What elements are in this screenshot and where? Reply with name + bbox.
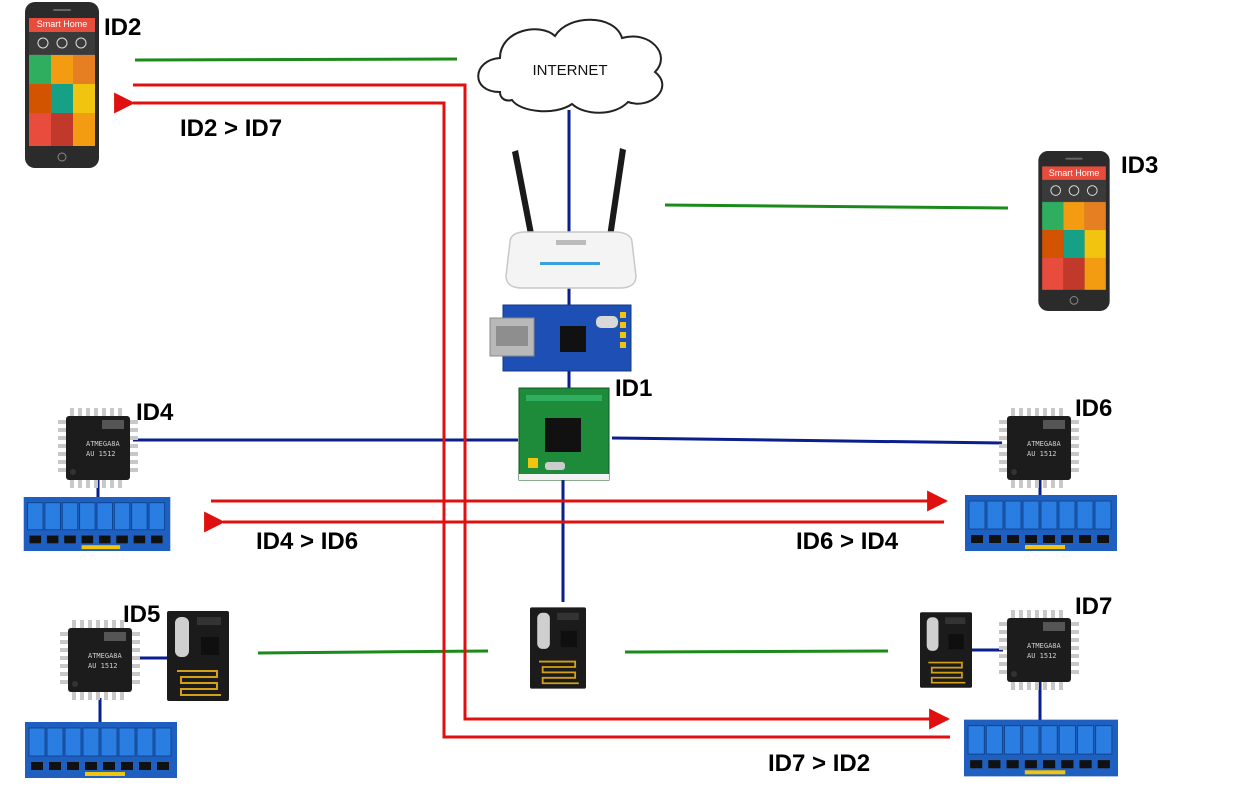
chip-marking: ATMEGA8A (88, 652, 123, 660)
flow-path-id7-id2 (114, 92, 950, 739)
chip-marking: AU 1512 (86, 450, 116, 458)
label-id7: ID7 (1075, 593, 1112, 620)
chip-marking: ATMEGA8A (86, 440, 121, 448)
relay-board-id6 (965, 495, 1117, 551)
relay-board-id5 (25, 722, 177, 778)
link-id1-id6 (611, 436, 1003, 445)
mcu-chip-id5: ATMEGA8A AU 1512 (60, 620, 140, 700)
node-labels: ID2 ID3 ID1 ID4 ID6 ID5 ID7 (104, 14, 1158, 628)
chip-marking: ATMEGA8A (1027, 642, 1062, 650)
radio-module-hub (530, 606, 586, 690)
flow-labels: ID2 > ID7 ID4 > ID6 ID6 > ID4 ID7 > ID2 (180, 115, 899, 777)
flow-label-id2-id7: ID2 > ID7 (180, 115, 282, 142)
smartphone-id2: Smart Home (25, 2, 99, 168)
wireless-hub-id7 (624, 649, 889, 654)
label-id1: ID1 (615, 375, 652, 402)
label-id2: ID2 (104, 14, 141, 41)
mcu-chip-id4: ATMEGA8A AU 1512 (58, 408, 138, 488)
message-flows (114, 83, 951, 739)
ethernet-module (489, 304, 632, 372)
flow-path-id2-id7 (133, 83, 951, 730)
chip-marking: ATMEGA8A (1027, 440, 1062, 448)
chip-marking: AU 1512 (88, 662, 118, 670)
relay-board-id4 (23, 497, 171, 551)
wireless-router-id3 (664, 203, 1009, 210)
phone-app-title: Smart Home (1049, 168, 1100, 178)
internet-cloud: INTERNET (477, 18, 664, 114)
wireless-id2-internet (134, 57, 458, 62)
smartphone-id3: Smart Home (1037, 151, 1111, 311)
chip-marking: AU 1512 (1027, 450, 1057, 458)
relay-board-id7 (964, 719, 1118, 777)
label-id4: ID4 (136, 399, 174, 426)
label-id6: ID6 (1075, 395, 1112, 422)
radio-module-id5 (167, 610, 229, 702)
flow-label-id7-id2: ID7 > ID2 (768, 750, 870, 777)
label-id5: ID5 (123, 601, 160, 628)
label-id3: ID3 (1121, 152, 1158, 179)
internet-label: INTERNET (533, 62, 608, 79)
flow-label-id6-id4: ID6 > ID4 (796, 528, 899, 555)
mcu-chip-id6: ATMEGA8A AU 1512 (999, 408, 1079, 488)
wireless-links (134, 57, 1009, 655)
mcu-chip-id7: ATMEGA8A AU 1512 (999, 610, 1079, 690)
phone-app-title: Smart Home (37, 19, 88, 29)
chip-marking: AU 1512 (1027, 652, 1057, 660)
wifi-router (505, 148, 637, 289)
flow-label-id4-id6: ID4 > ID6 (256, 528, 358, 555)
mcu-board-id1 (518, 387, 610, 481)
wireless-id5-hub (257, 649, 489, 655)
radio-module-id7 (920, 611, 972, 689)
